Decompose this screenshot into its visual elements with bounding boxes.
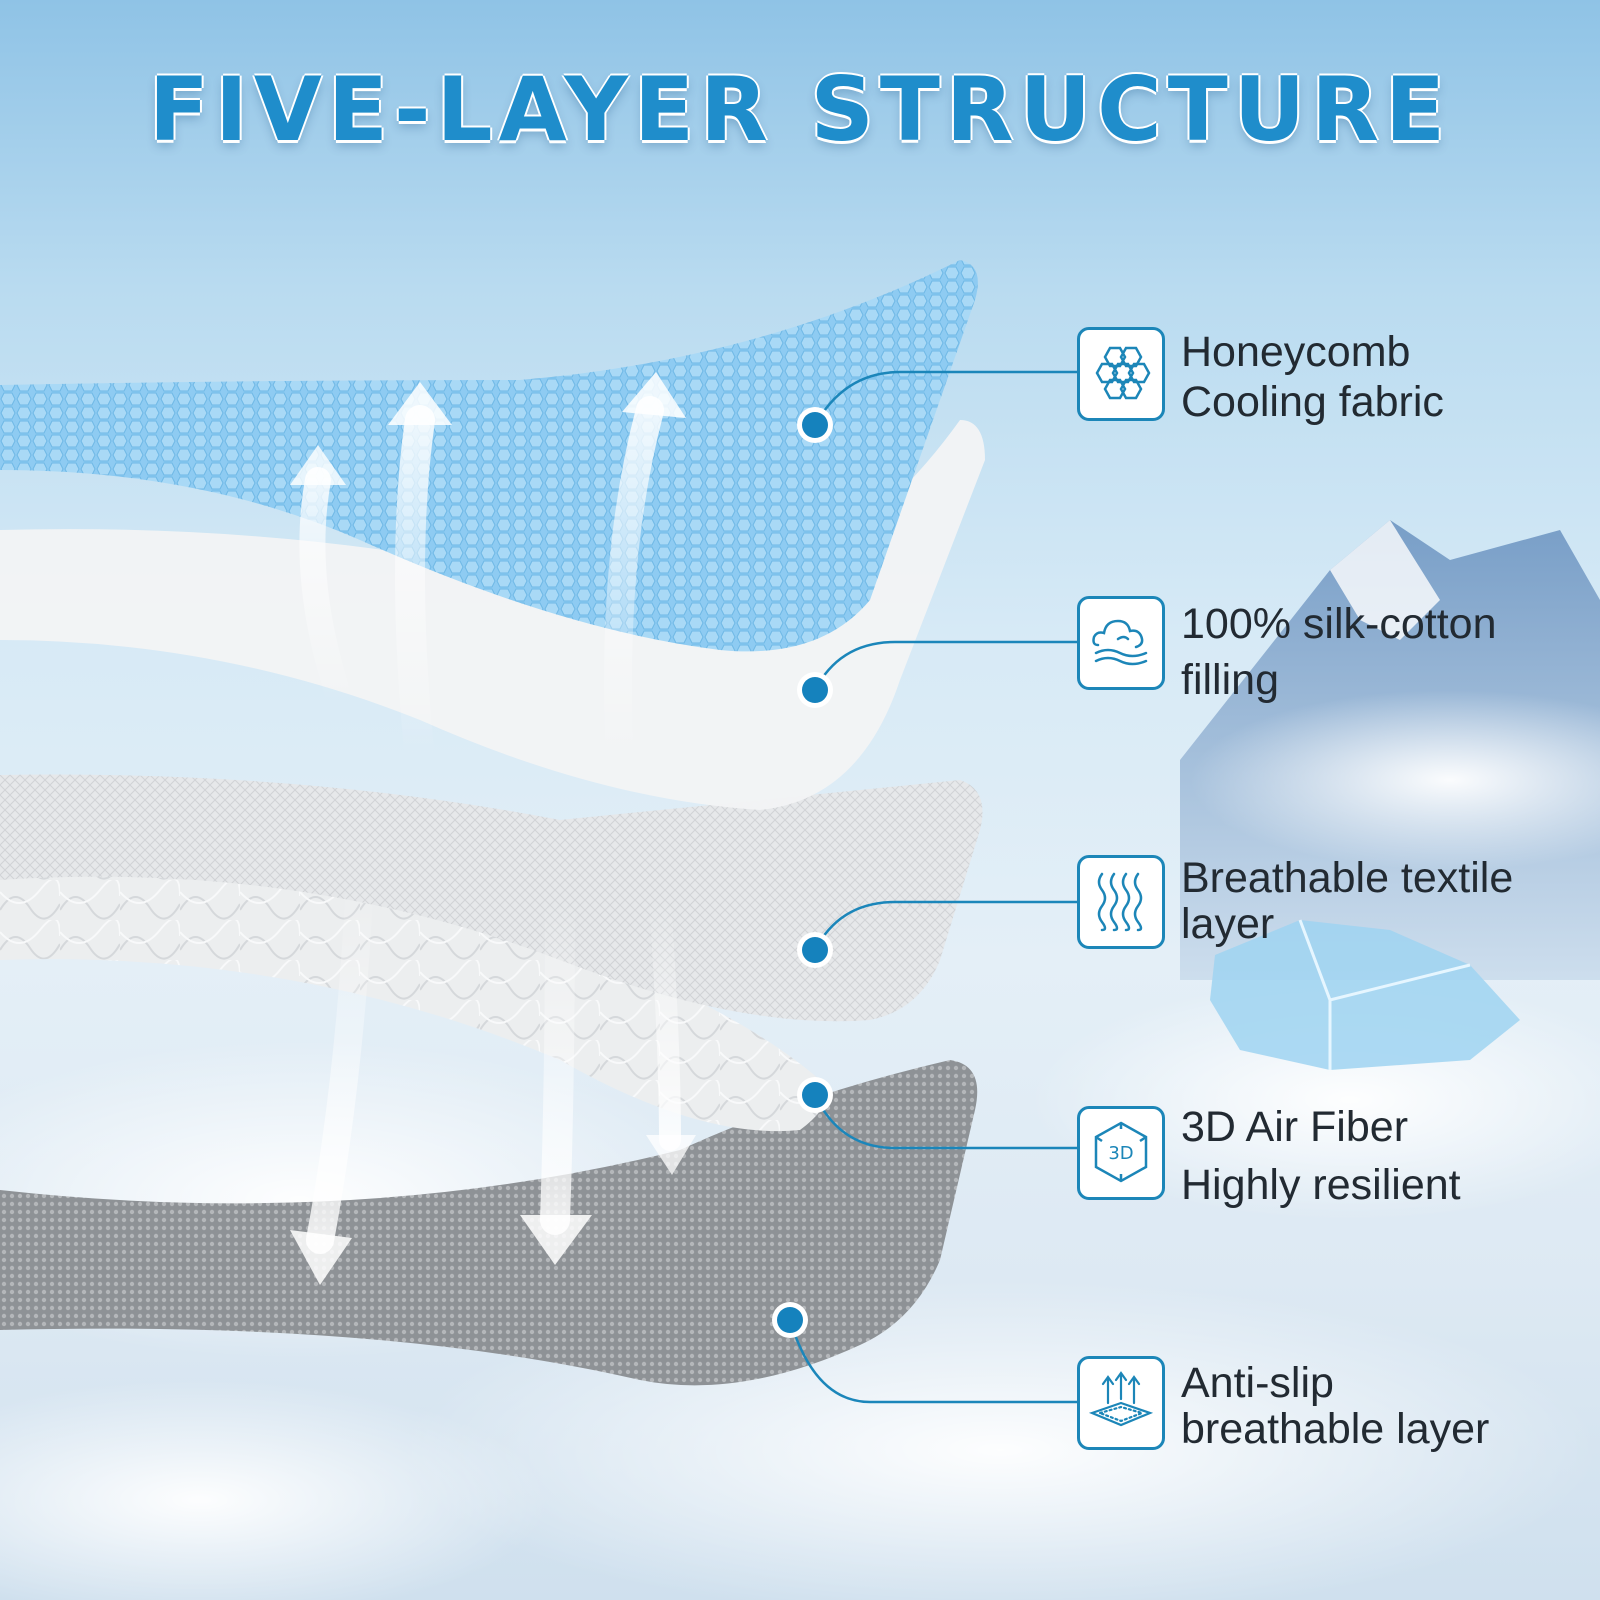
feature-silk-cotton: 100% silk-cotton filling xyxy=(1077,596,1597,706)
3d-cube-icon: 3D xyxy=(1077,1106,1165,1200)
feature-label: 3D Air Fiber Highly resilient xyxy=(1181,1098,1461,1214)
feature-title: 100% silk-cotton xyxy=(1181,600,1497,648)
feature-label: Breathable textile layer xyxy=(1181,855,1513,947)
airflow-arrows xyxy=(290,372,696,1285)
callout-dots xyxy=(772,407,833,1338)
feature-title: Breathable textile xyxy=(1181,854,1514,902)
breathable-mesh-icon xyxy=(1077,1356,1165,1450)
air-fiber-layer xyxy=(0,855,827,1132)
page-title: FIVE-LAYER STRUCTURE xyxy=(148,58,1452,161)
breathable-textile-layer xyxy=(0,774,983,1022)
feature-breathable-textile: Breathable textile layer xyxy=(1077,855,1597,965)
honeycomb-layer xyxy=(0,260,978,652)
feature-title: Anti-slip xyxy=(1181,1359,1334,1407)
honeycomb-icon xyxy=(1077,327,1165,421)
feature-label: 100% silk-cotton filling xyxy=(1181,596,1497,708)
anti-slip-layer xyxy=(0,1060,978,1386)
feature-subtitle: filling xyxy=(1181,656,1279,704)
cloud-wind-icon xyxy=(1077,596,1165,690)
feature-subtitle: layer xyxy=(1181,900,1275,948)
feature-title: 3D Air Fiber xyxy=(1181,1103,1409,1151)
feature-subtitle: breathable layer xyxy=(1181,1405,1490,1453)
silk-cotton-layer xyxy=(0,420,985,810)
feature-label: Honeycomb Cooling fabric xyxy=(1181,327,1444,427)
feature-anti-slip: Anti-slip breathable layer xyxy=(1077,1356,1597,1466)
feature-subtitle: Cooling fabric xyxy=(1181,378,1444,426)
feature-title: Honeycomb xyxy=(1181,328,1411,376)
ice-cube xyxy=(1210,919,1520,1070)
feature-subtitle: Highly resilient xyxy=(1181,1161,1461,1209)
feature-honeycomb: Honeycomb Cooling fabric xyxy=(1077,327,1597,437)
feature-3d-air-fiber: 3D 3D Air Fiber Highly resilient xyxy=(1077,1103,1597,1216)
svg-text:3D: 3D xyxy=(1108,1143,1133,1164)
feature-label: Anti-slip breathable layer xyxy=(1181,1360,1489,1452)
wavy-lines-icon xyxy=(1077,855,1165,949)
